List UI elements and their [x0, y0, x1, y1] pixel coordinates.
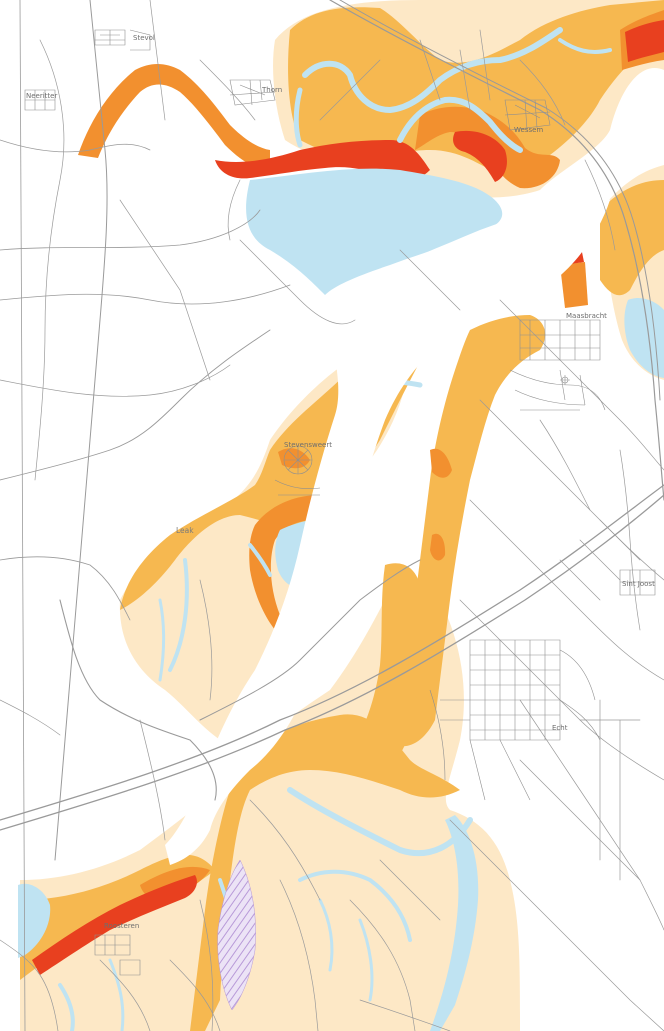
label-stevol[interactable]: Stevol [133, 34, 155, 42]
zone-east-mid [600, 180, 664, 296]
water-layer [18, 168, 664, 1031]
zone-strong-maasbracht [560, 262, 588, 308]
lake-east [624, 298, 664, 378]
zone-strong-northwest [78, 64, 270, 170]
label-maasbracht[interactable]: Maasbracht [566, 312, 607, 320]
label-neeritter[interactable]: Neeritter [26, 92, 57, 100]
label-wessem[interactable]: Wessem [514, 126, 543, 134]
lake-south [430, 815, 479, 1031]
town-grids [24, 29, 656, 976]
label-roosteren[interactable]: Roosteren [104, 922, 139, 930]
label-echt[interactable]: Echt [552, 724, 568, 732]
zone-red-north-right [453, 130, 507, 182]
hatched-area [217, 859, 256, 1011]
water-channels [58, 27, 612, 1031]
lake-north [246, 168, 503, 295]
lake-southwest [18, 883, 51, 958]
label-thorn[interactable]: Thorn [261, 86, 282, 94]
zone-echt-ring [345, 563, 423, 772]
zone-red-southwest [32, 875, 197, 975]
zone-river-bank-east [395, 315, 546, 747]
label-sint-joost[interactable]: Sint Joost [622, 580, 655, 588]
zone-south-mid [190, 714, 460, 1031]
place-labels: Stevol Neeritter Thorn Wessem Maasbracht… [26, 34, 655, 930]
river-maas [165, 190, 610, 865]
zone-red-east-corner [625, 20, 664, 62]
label-leak[interactable]: Leak [176, 526, 194, 535]
label-stevensweert[interactable]: Stevensweert [284, 441, 332, 449]
zone-strong-east-bank [430, 448, 452, 561]
zone-strong-stevensweert-arc [249, 495, 350, 647]
